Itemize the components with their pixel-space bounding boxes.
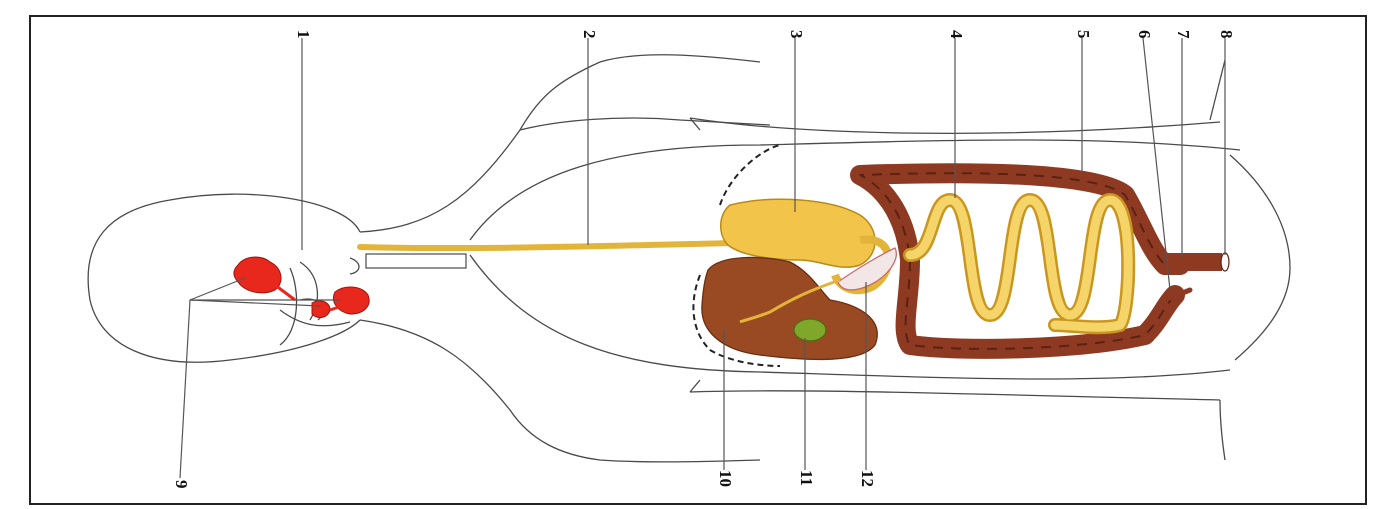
hip-bottom	[1220, 400, 1225, 460]
trachea	[366, 254, 466, 268]
label-9: 9	[172, 480, 191, 489]
label-5: 5	[1074, 30, 1093, 39]
gallbladder	[794, 319, 826, 341]
leader-9b	[190, 300, 320, 306]
leader-9	[180, 278, 245, 478]
label-6: 6	[1135, 30, 1154, 39]
label-3: 3	[787, 30, 806, 39]
arm-bottom	[690, 380, 1220, 400]
oral-structures	[280, 254, 466, 326]
salivary-glands	[234, 257, 369, 317]
label-8: 8	[1217, 30, 1236, 39]
anus	[1221, 253, 1229, 271]
leader-lines	[180, 30, 1230, 478]
label-12: 12	[858, 470, 877, 487]
diaphragm-dashed	[720, 145, 780, 205]
body-outline	[88, 55, 1290, 462]
label-2: 2	[580, 30, 599, 39]
shoulder-top	[360, 55, 760, 232]
label-11: 11	[797, 470, 816, 486]
head-outline	[88, 194, 360, 362]
hip-top	[1230, 155, 1290, 360]
sublingual-gland	[312, 301, 330, 318]
leg-top	[1210, 60, 1225, 120]
esophagus	[360, 243, 735, 248]
label-1: 1	[294, 30, 313, 39]
label-4: 4	[947, 30, 966, 39]
label-10: 10	[716, 470, 735, 487]
label-7: 7	[1174, 30, 1193, 39]
parotid-gland	[234, 257, 281, 293]
shoulder-bottom	[360, 320, 760, 462]
